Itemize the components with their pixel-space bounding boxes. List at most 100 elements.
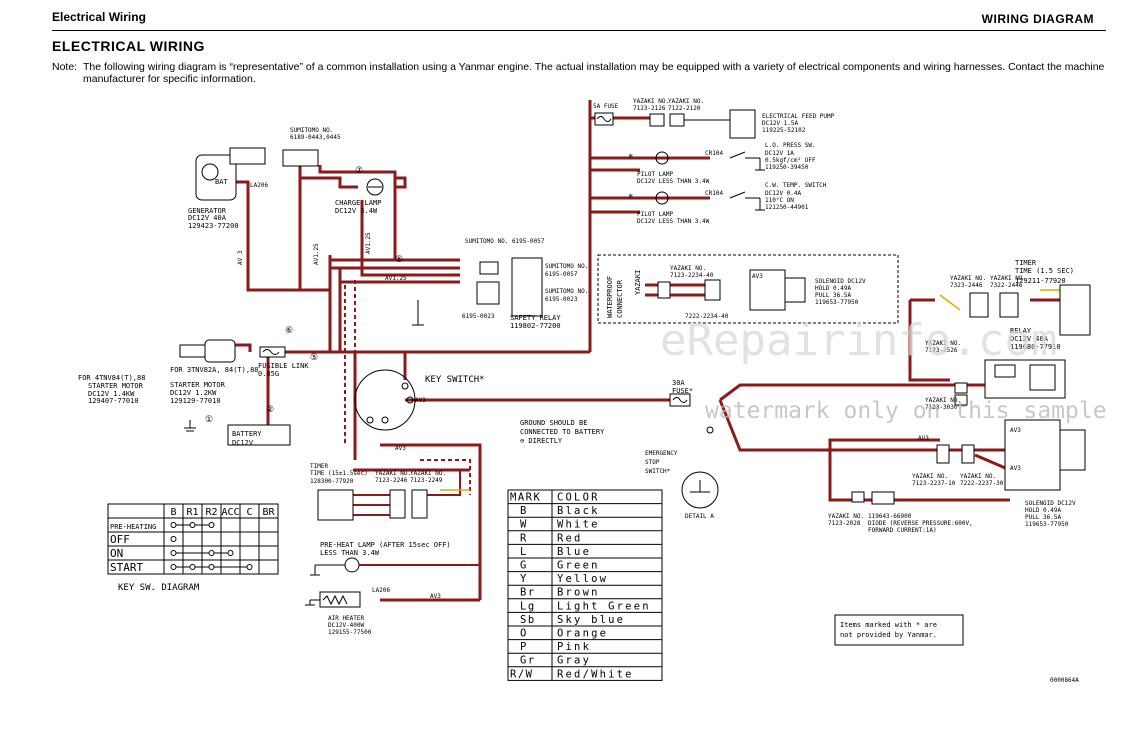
svg-text:ELECTRICAL FEED PUMP: ELECTRICAL FEED PUMP (762, 113, 835, 120)
color-table-color: White (557, 519, 600, 531)
key-table-contact (227, 550, 234, 556)
svg-text:FOR 3TNV82A, 84(T),88: FOR 3TNV82A, 84(T),88 (170, 366, 259, 374)
footnote-box: Items marked with * are not provided by … (834, 614, 1079, 684)
color-table-mark: P (520, 641, 528, 653)
svg-text:GENERATOR: GENERATOR (188, 207, 227, 215)
svg-text:FOR 4TNV84(T),88: FOR 4TNV84(T),88 (78, 374, 145, 382)
timer-left: TIMER TIME (15±1.5sec) 128300-77920 YAZA… (310, 463, 446, 521)
svg-text:YAZAKI NO.: YAZAKI NO. (633, 98, 669, 105)
svg-text:SUMITOMO NO. 6195-0057: SUMITOMO NO. 6195-0057 (465, 238, 545, 245)
svg-text:129211-77920: 129211-77920 (1015, 277, 1066, 285)
svg-text:SAFETY RELAY: SAFETY RELAY (510, 314, 561, 322)
svg-text:AV3: AV3 (1010, 427, 1021, 434)
svg-text:129155-77500: 129155-77500 (328, 629, 372, 636)
color-table-mark: G (520, 560, 528, 572)
svg-text:EMERGENCY: EMERGENCY (645, 450, 678, 457)
svg-text:129423-77200: 129423-77200 (188, 222, 239, 230)
svg-text:①: ① (205, 415, 213, 425)
key-table-contact (170, 522, 177, 528)
key-table-contact (208, 564, 215, 570)
svg-text:AV3: AV3 (395, 445, 406, 452)
svg-text:⑤: ⑤ (395, 255, 403, 265)
key-table-contact (189, 564, 196, 570)
color-table-color: Brown (557, 587, 600, 599)
svg-text:SWITCH*: SWITCH* (645, 468, 671, 475)
svg-text:AV1.25: AV1.25 (385, 275, 407, 282)
color-table-mark: O (520, 628, 528, 640)
color-table-mark: Lg (520, 600, 536, 612)
key-table-contact (170, 550, 177, 556)
key-table-contact (246, 564, 253, 570)
svg-text:7123-2237-10: 7123-2237-10 (912, 480, 956, 487)
starter-motor: FOR 4TNV84(T),88 STARTER MOTOR DC12V 1.4… (78, 339, 259, 405)
svg-text:SOLENOID DC12V: SOLENOID DC12V (1025, 500, 1076, 507)
color-table-color: COLOR (557, 492, 600, 504)
color-table-mark: Sb (520, 614, 536, 626)
section-title: Electrical Wiring (52, 10, 146, 24)
svg-text:119643-66900: 119643-66900 (868, 513, 912, 520)
lo-press-switch: CR104 PILOT LAMP DC12V LESS THAN 3.4W L.… (637, 142, 816, 185)
svg-text:7123-2234-40: 7123-2234-40 (670, 272, 714, 279)
svg-text:DC12V 3.4W: DC12V 3.4W (335, 207, 378, 215)
svg-text:L.O. PRESS SW.: L.O. PRESS SW. (765, 142, 816, 149)
svg-text:6195-0023: 6195-0023 (462, 313, 495, 320)
diode: YAZAKI NO. 7123-2028 119643-66900 DIODE … (828, 491, 973, 534)
svg-text:CONNECTED TO BATTERY: CONNECTED TO BATTERY (520, 428, 605, 436)
svg-text:5A FUSE: 5A FUSE (593, 103, 619, 110)
key-table-header: R1 (186, 507, 198, 518)
header-divider (52, 30, 1106, 31)
svg-text:AV3: AV3 (1010, 465, 1021, 472)
svg-text:YAZAKI NO.: YAZAKI NO. (960, 473, 996, 480)
svg-text:7222-2234-40: 7222-2234-40 (685, 313, 729, 320)
color-table-color: Green (557, 560, 600, 572)
color-table-color: Black (557, 505, 600, 517)
key-table-row-label: PRE-HEATING (110, 523, 156, 531)
svg-text:129129-77010: 129129-77010 (170, 397, 221, 405)
svg-text:YAZAKI NO.: YAZAKI NO. (410, 470, 446, 477)
svg-text:SOLENOID DC12V: SOLENOID DC12V (815, 278, 866, 285)
svg-text:TIMER: TIMER (310, 463, 328, 470)
safety-relay: SUMITOMO NO. 6195-0057 SUMITOMO NO. 6195… (412, 238, 588, 330)
svg-text:7222-2237-30: 7222-2237-30 (960, 480, 1004, 487)
svg-text:7122-2120: 7122-2120 (668, 105, 701, 112)
svg-text:PILOT LAMP: PILOT LAMP (637, 171, 674, 178)
key-table-row-label: START (110, 561, 143, 574)
svg-text:YAZAKI: YAZAKI (634, 270, 642, 295)
svg-text:Items marked with * are: Items marked with * are (840, 621, 937, 629)
svg-text:AV3: AV3 (415, 397, 426, 404)
svg-text:RELAY: RELAY (1010, 327, 1032, 335)
key-table-row-label: ON (110, 547, 123, 560)
svg-text:TIME (15±1.5sec): TIME (15±1.5sec) (310, 470, 368, 477)
svg-text:30A: 30A (672, 379, 685, 387)
color-table-mark: Br (520, 587, 536, 599)
color-table-color: Pink (557, 641, 591, 653)
svg-text:STARTER MOTOR: STARTER MOTOR (88, 382, 144, 390)
svg-text:⑥: ⑥ (285, 326, 293, 336)
color-table-mark: L (520, 546, 528, 558)
svg-text:DC12V 1A: DC12V 1A (765, 150, 794, 157)
svg-text:DC12V 0.4A: DC12V 0.4A (765, 190, 802, 197)
svg-text:YAZAKI NO.: YAZAKI NO. (950, 275, 986, 282)
key-table-header: ACC (221, 507, 239, 518)
generator: BAT LA206 GENERATOR DC12V 40A 129423-772… (188, 147, 268, 230)
key-table-contact (189, 522, 196, 528)
svg-text:⊖ DIRECTLY: ⊖ DIRECTLY (520, 437, 563, 445)
svg-text:7123-2126: 7123-2126 (633, 105, 666, 112)
svg-text:6195-0057: 6195-0057 (545, 271, 578, 278)
color-table-mark: R/W (510, 668, 533, 680)
svg-text:DC12V: DC12V (232, 439, 254, 447)
svg-text:TIMER: TIMER (1015, 259, 1037, 267)
color-table-color: Blue (557, 546, 591, 558)
svg-text:6189-0443,0445: 6189-0443,0445 (290, 134, 341, 141)
color-table-mark: Y (520, 573, 528, 585)
svg-text:CR104: CR104 (705, 150, 723, 157)
svg-text:YAZAKI NO.: YAZAKI NO. (828, 513, 864, 520)
color-table-color: Orange (557, 628, 608, 640)
svg-text:HOLD 0.49A: HOLD 0.49A (815, 285, 852, 292)
key-switch: KEY SWITCH* AV3 AV3 (354, 369, 485, 452)
svg-text:7123-2028: 7123-2028 (828, 520, 861, 527)
svg-text:AV3: AV3 (430, 593, 441, 600)
